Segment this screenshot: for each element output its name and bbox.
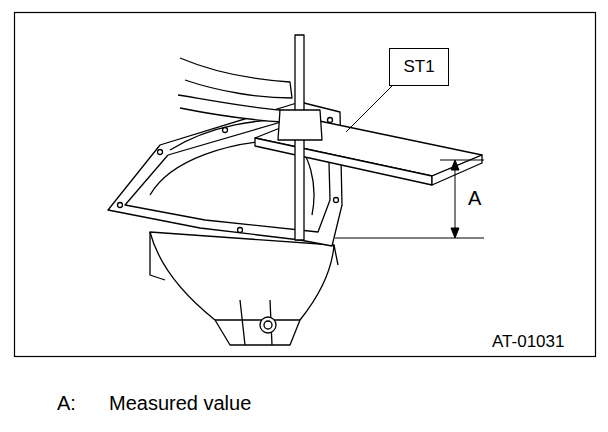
frame (15, 13, 596, 357)
tool-code: ST1 (403, 58, 434, 77)
key-symbol: A: (57, 392, 76, 414)
dimension-label: A (468, 187, 481, 209)
tool-callout-box: ST1 (389, 48, 449, 86)
special-tool (255, 35, 482, 240)
figure-number: AT-01031 (492, 333, 564, 352)
key-description: Measured value (109, 392, 251, 414)
transmission-case (108, 102, 342, 345)
leader-line (346, 86, 392, 132)
dimension (335, 160, 484, 238)
hand (178, 58, 292, 122)
